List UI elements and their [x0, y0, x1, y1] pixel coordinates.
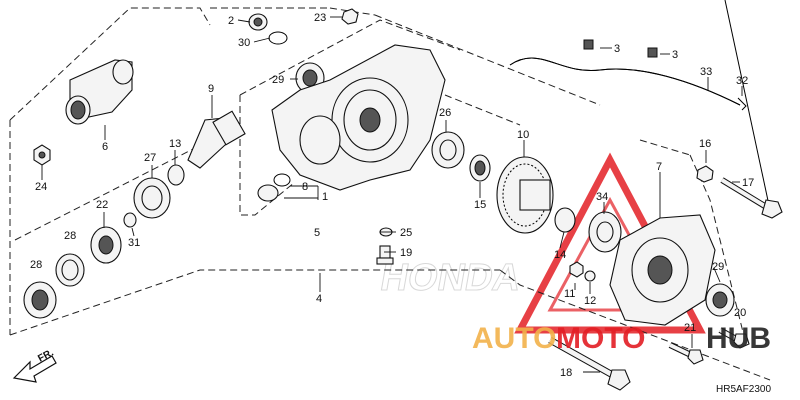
callout-labels: 1 2 3 3 4 5 6 7 8 9 10 11 12 13 14 15 16… [30, 12, 754, 379]
callout-31: 31 [128, 237, 140, 249]
part-2-cap [248, 13, 268, 31]
part-9-pinion [187, 110, 246, 169]
diagram-code: HR5AF2300 [716, 384, 771, 395]
callout-24: 24 [35, 181, 47, 193]
part-34-bearing [588, 211, 622, 253]
part-20-seal [705, 283, 735, 317]
part-23-bolt [341, 8, 359, 25]
part-28-seal-b [23, 281, 57, 319]
callout-9: 9 [208, 83, 214, 95]
part-24-nut [33, 144, 51, 166]
callout-34: 34 [596, 191, 608, 203]
part-11-bolt [569, 261, 584, 278]
callout-21: 21 [684, 322, 696, 334]
callout-2: 2 [228, 15, 234, 27]
callout-28b: 28 [30, 259, 42, 271]
callout-17: 17 [742, 177, 754, 189]
leader-lines [41, 16, 743, 373]
part-26-bearing [431, 131, 465, 169]
callout-7: 7 [656, 161, 662, 173]
part-18-bolt [548, 336, 631, 391]
callout-30: 30 [238, 37, 250, 49]
part-28-seal-a [55, 253, 85, 287]
part-13-washer [167, 164, 185, 186]
watermark-logo: AUTO MOTO HUB [472, 322, 771, 355]
part-21-bolts [668, 327, 750, 365]
callout-33: 33 [700, 66, 712, 78]
part-19-bolt [376, 245, 394, 265]
watermark-hub: HUB [706, 322, 771, 355]
callout-29b: 29 [712, 261, 724, 273]
part-14-bearing [554, 207, 576, 233]
callout-25: 25 [400, 227, 412, 239]
callout-6: 6 [102, 141, 108, 153]
callout-3a: 3 [614, 43, 620, 55]
part-10-ring-gear [496, 156, 554, 234]
callout-20: 20 [734, 307, 746, 319]
part-12-washer [584, 270, 596, 282]
part-31-ring [123, 212, 137, 228]
callout-27: 27 [144, 152, 156, 164]
front-arrow-icon [12, 355, 57, 383]
part-30-oring [268, 31, 288, 45]
callout-16: 16 [699, 138, 711, 150]
part-32-clamp [737, 97, 747, 111]
callout-8: 8 [302, 181, 308, 193]
part-7-cover [609, 214, 716, 326]
part-15-seal [469, 154, 491, 182]
part-6-sleeve [65, 59, 134, 125]
part-5-housing [271, 44, 446, 191]
callout-5: 5 [314, 227, 320, 239]
callout-26: 26 [439, 107, 451, 119]
callout-28a: 28 [64, 230, 76, 242]
callout-19: 19 [400, 247, 412, 259]
part-27-bearing [133, 177, 171, 219]
group-outlines [9, 7, 771, 381]
callout-1: 1 [322, 191, 328, 203]
callout-14: 14 [554, 249, 566, 261]
part-17-bolt [720, 0, 783, 219]
callout-3b: 3 [672, 49, 678, 61]
watermark-moto: MOTO [556, 322, 645, 355]
watermark-brand: HONDA [377, 256, 524, 299]
callout-10: 10 [517, 129, 529, 141]
part-33-hose [509, 57, 741, 106]
part-22-bearing [90, 226, 122, 264]
part-8-bushings [257, 173, 291, 202]
watermark-auto: AUTO [472, 322, 556, 355]
callout-23: 23 [314, 12, 326, 24]
callout-15: 15 [474, 199, 486, 211]
callout-11: 11 [564, 288, 575, 300]
callout-12: 12 [584, 295, 596, 307]
callout-4: 4 [316, 293, 322, 305]
callout-29a: 29 [272, 74, 284, 86]
part-3-clips [583, 39, 658, 58]
callout-22: 22 [96, 199, 108, 211]
callout-13: 13 [169, 138, 181, 150]
callout-18: 18 [560, 367, 572, 379]
part-16-nut [696, 165, 714, 183]
callout-32: 32 [736, 75, 748, 87]
